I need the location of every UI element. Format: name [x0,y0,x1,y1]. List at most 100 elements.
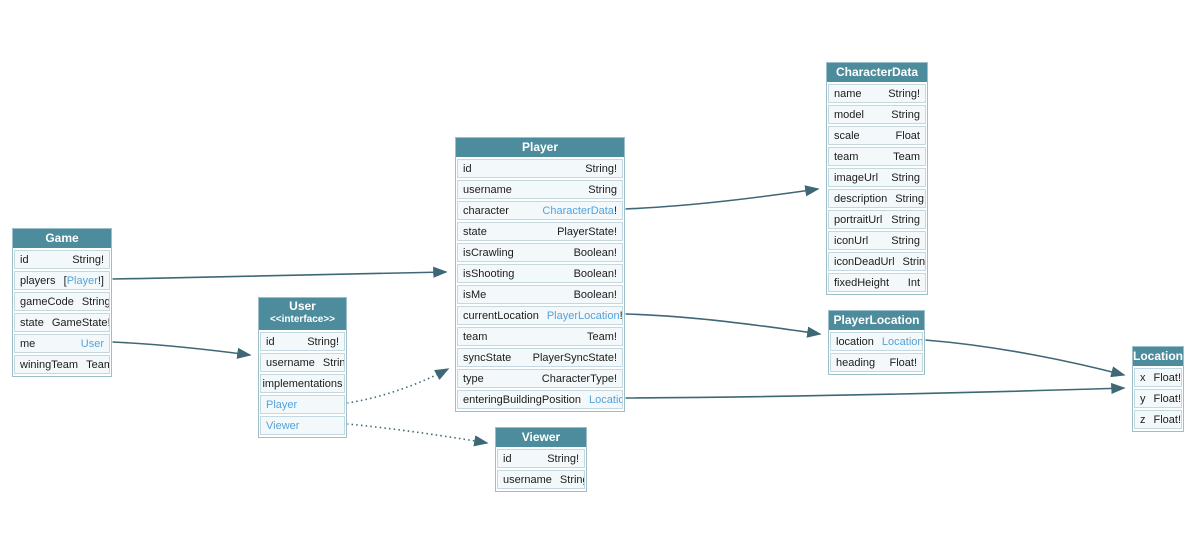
field-row: iconUrl String [828,231,926,250]
field-type: CharacterData! [542,205,617,217]
type-node-title-playerlocation[interactable]: PlayerLocation [829,311,924,330]
implementation-link-row[interactable]: Player [260,395,345,414]
field-row: players [Player!] [14,271,110,290]
field-type: Location [589,393,622,406]
type-node-title-characterdata[interactable]: CharacterData [827,63,927,82]
type-link[interactable]: PlayerLocation [546,309,620,322]
edge-user-viewer-implementation [346,423,489,447]
field-name: character [463,204,509,217]
field-type: String [891,235,920,247]
type-modifier: String! [888,87,920,100]
field-name: iconUrl [834,234,869,247]
type-modifier: String! [547,452,579,465]
type-node-title-game[interactable]: Game [13,229,111,248]
field-name: isMe [463,288,487,301]
type-modifier: String [588,183,617,196]
edge-user-player-implementation [346,368,450,404]
type-link[interactable]: Location [881,335,923,348]
field-type: Float [896,130,920,142]
type-link[interactable]: Viewer [266,419,300,432]
type-link[interactable]: User [80,337,104,350]
field-row: me User [14,334,110,353]
type-node-title-viewer[interactable]: Viewer [496,428,586,447]
type-link[interactable]: Player [266,398,298,411]
type-title: PlayerLocation [833,313,920,327]
field-row: type CharacterType! [457,369,623,388]
type-node-user[interactable]: User<<interface>>idString!usernameString… [258,297,347,438]
field-type: Int [908,277,920,289]
field-name: currentLocation [463,309,539,322]
field-name: type [463,372,484,385]
type-modifier: String [891,108,920,121]
field-type: PlayerState! [557,226,617,238]
type-modifier: Float [895,129,920,142]
field-row: y Float! [1134,389,1182,408]
field-type: String! [547,453,579,465]
type-node-playerlocation[interactable]: PlayerLocationlocationLocation!headingFl… [828,310,925,375]
field-name: model [834,108,864,121]
type-modifier: String [322,356,345,369]
field-type: String! [72,254,104,266]
field-name: fixedHeight [834,276,890,289]
type-subtitle: <<interface>> [269,314,336,325]
field-name: username [266,356,315,369]
field-name: description [834,192,888,205]
field-type: String! [585,163,617,175]
field-type: PlayerSyncState! [533,352,617,364]
field-name: z [1140,413,1146,426]
type-wrapper-open: [ [63,274,67,287]
field-type: Team [86,359,109,371]
field-type: PlayerLocation! [546,309,622,322]
type-title: CharacterData [835,65,919,79]
field-name: id [266,335,275,348]
type-modifier: String! [81,295,110,308]
field-name: players [20,274,56,287]
type-modifier: GameState! [51,316,110,329]
field-name: y [1140,392,1146,405]
field-name: portraitUrl [834,213,883,226]
field-type: String! [81,295,110,308]
type-modifier: Boolean! [573,288,617,301]
type-modifier: String [891,171,920,184]
type-link[interactable]: CharacterData [542,204,614,217]
type-title: Viewer [521,430,561,444]
type-modifier: Float! [1153,413,1182,426]
field-name: me [20,337,36,350]
field-type: Float! [889,357,917,369]
implementation-link-row[interactable]: Viewer [260,416,345,435]
type-link[interactable]: Location [589,393,622,406]
field-name: location [836,335,874,348]
type-node-title-user[interactable]: User<<interface>> [259,298,346,330]
field-name: name [834,87,862,100]
field-type: Boolean! [574,247,617,259]
field-type: String [891,214,920,226]
type-node-title-player[interactable]: Player [456,138,624,157]
type-modifier: String [891,213,920,226]
field-name: isShooting [463,267,515,280]
type-modifier: PlayerState! [557,225,617,238]
field-type: Float! [1154,393,1182,405]
edge-player-currentlocation-to-playerlocation [624,313,822,338]
type-link[interactable]: Player [66,274,98,287]
type-modifier: !] [97,274,104,287]
type-modifier: CharacterType! [541,372,617,385]
field-row: portraitUrl String [828,210,926,229]
type-modifier: String [902,255,926,268]
edge-player-enteringbuildingposition-to-location [624,382,1126,399]
field-type: Float! [1154,414,1182,426]
type-node-title-location[interactable]: Location [1133,347,1183,366]
field-name: iconDeadUrl [834,255,895,268]
